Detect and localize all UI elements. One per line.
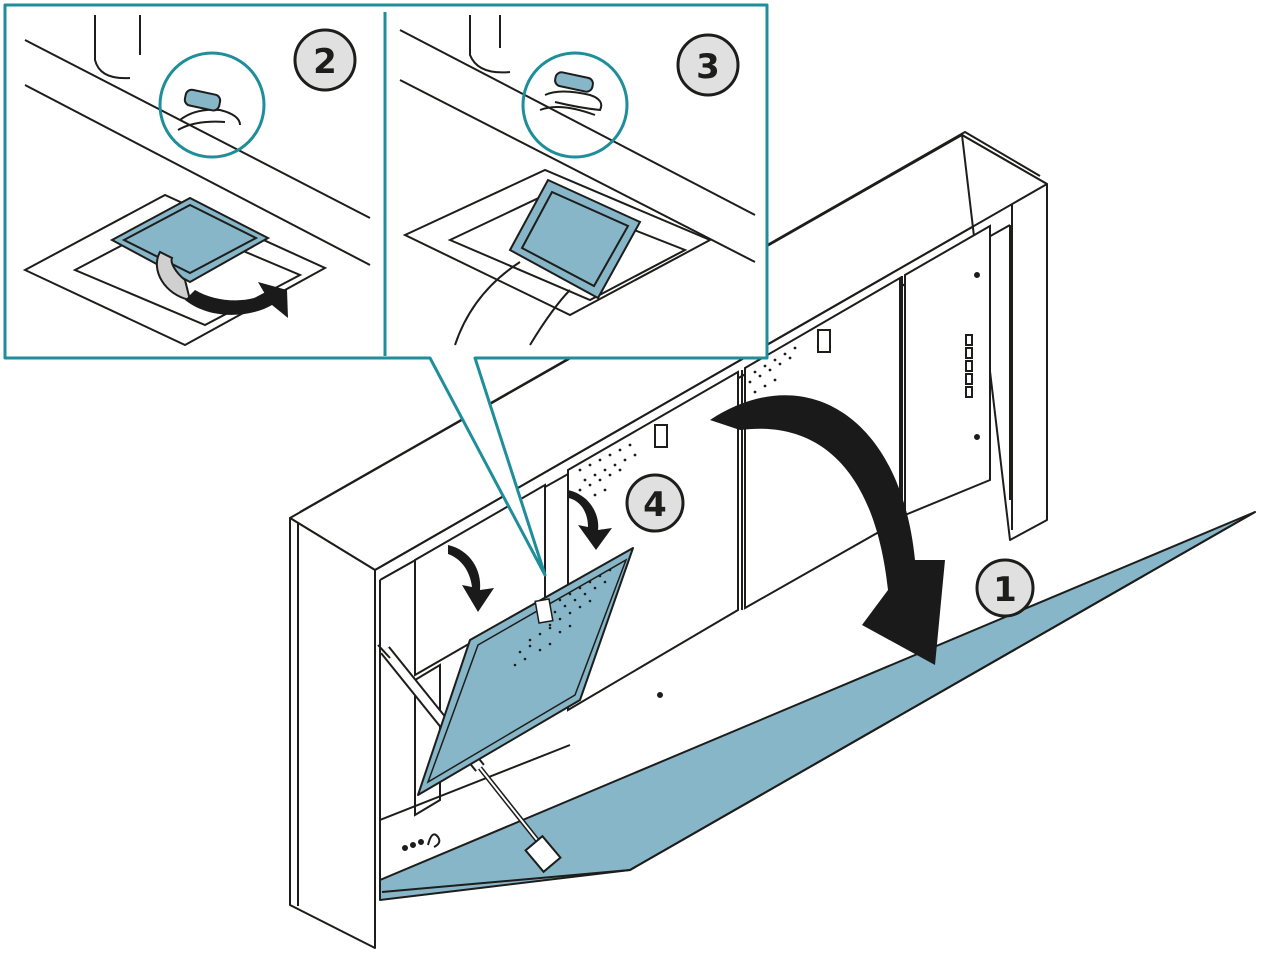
arrow-step-1 — [710, 395, 945, 665]
step-badge-2: 2 — [293, 28, 357, 92]
callout-magnifier-circle — [158, 51, 266, 159]
front-panel-open — [379, 511, 1256, 901]
step-number-3: 3 — [696, 47, 720, 87]
callout-magnifier-circle — [521, 51, 629, 159]
step-badge-3: 3 — [676, 33, 740, 97]
callout-frame — [3, 3, 769, 577]
step-badge-1: 1 — [975, 558, 1035, 618]
arrow-step-4-left — [448, 545, 494, 612]
step-number-2: 2 — [313, 42, 337, 82]
step-badge-4: 4 — [625, 473, 685, 533]
interior-panel-far-right — [904, 224, 991, 517]
curved-arrow-icon — [448, 395, 945, 665]
control-buttons — [965, 334, 973, 398]
light-icon — [427, 833, 441, 848]
callout-step-2 — [22, 15, 371, 347]
vent-perforations — [578, 346, 797, 502]
front-strip — [379, 744, 571, 851]
step-number-4: 4 — [643, 485, 667, 525]
curved-arrow-icon — [185, 282, 288, 318]
arrow-step-4 — [568, 490, 612, 550]
hood-left-side — [289, 517, 376, 949]
callout-step-3 — [399, 15, 756, 346]
step-number-1: 1 — [993, 570, 1017, 610]
grease-filter — [417, 547, 634, 796]
